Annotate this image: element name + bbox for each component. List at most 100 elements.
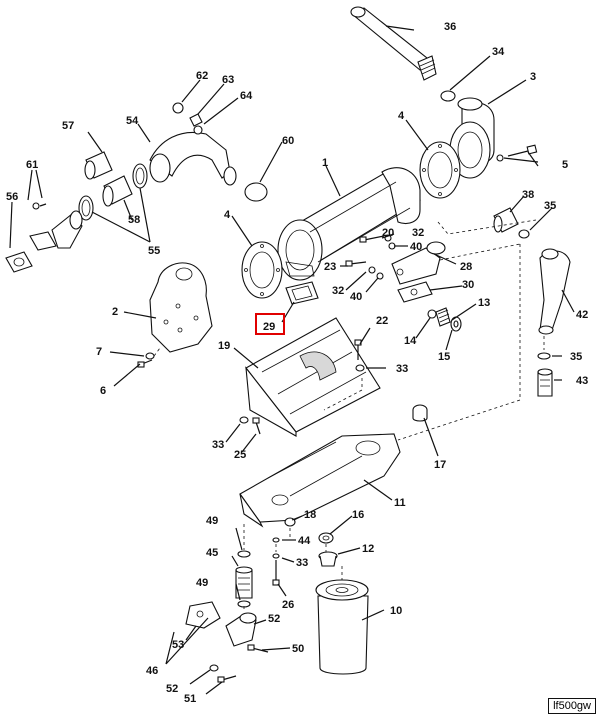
callout-19: 19 — [218, 340, 230, 352]
callout-63: 63 — [222, 74, 234, 86]
part-25-bolt — [252, 417, 261, 435]
callout-40-bottom: 40 — [350, 291, 362, 303]
part-7-washer — [145, 352, 155, 360]
callout-36: 36 — [444, 21, 456, 33]
callout-25: 25 — [234, 449, 246, 461]
part-40-nut-b — [376, 272, 384, 280]
part-35-o-ring-a — [518, 229, 530, 239]
part-42-tube — [538, 248, 571, 335]
part-30-gasket — [397, 281, 433, 303]
part-52-washer — [209, 664, 219, 672]
callout-53: 53 — [172, 639, 184, 651]
part-29-gasket-inner — [291, 285, 313, 301]
callout-34: 34 — [492, 46, 505, 58]
part-26-bolt — [272, 560, 280, 586]
figure-code-label: lf500gw — [548, 698, 596, 714]
part-1-cooler-housing — [277, 167, 421, 281]
part-54-tube — [149, 132, 237, 186]
callout-3: 3 — [530, 71, 536, 83]
part-12-filter-nipple — [318, 551, 338, 567]
callout-40-top: 40 — [410, 241, 422, 253]
callout-61: 61 — [26, 159, 38, 171]
callout-33-right: 33 — [396, 363, 408, 375]
callout-38: 38 — [522, 189, 534, 201]
callout-4-right: 4 — [398, 110, 405, 122]
part-33-washer-b — [239, 416, 249, 424]
callout-32-top: 32 — [412, 227, 424, 239]
callout-57: 57 — [62, 120, 74, 132]
callout-60: 60 — [282, 135, 294, 147]
callout-52-bottom: 52 — [166, 683, 178, 695]
callout-1: 1 — [322, 157, 328, 169]
part-23-bolt — [345, 260, 367, 267]
assembly-guide-lines — [153, 219, 545, 612]
part-15-ring — [453, 320, 459, 328]
part-52-elbow — [225, 612, 257, 647]
callout-28: 28 — [460, 261, 472, 273]
callout-7: 7 — [96, 346, 102, 358]
part-57-coupling — [84, 151, 113, 180]
callout-44: 44 — [298, 535, 311, 547]
left-elbow-flange — [29, 210, 83, 251]
callout-33-left: 33 — [212, 439, 224, 451]
part-20-bolt — [359, 235, 385, 243]
callout-2: 2 — [112, 306, 118, 318]
part-10-filter — [315, 579, 369, 675]
callout-33-bottom: 33 — [296, 557, 308, 569]
part-33-washer-c — [272, 553, 280, 559]
part-5-bolt — [496, 144, 538, 162]
callout-35-bottom: 35 — [570, 351, 582, 363]
part-55-clamps — [78, 163, 148, 221]
callout-16: 16 — [352, 509, 364, 521]
part-32-washer-b — [368, 266, 376, 274]
part-36-tube — [350, 6, 437, 81]
callout-29: 29 — [263, 321, 275, 333]
callout-52-top: 52 — [268, 613, 280, 625]
part-58-coupling — [102, 175, 133, 207]
part-44-o-ring — [272, 537, 280, 543]
part-4-gasket-right — [419, 141, 461, 199]
part-56-gasket — [5, 251, 33, 273]
part-4-gasket-left — [241, 241, 283, 299]
callout-22: 22 — [376, 315, 388, 327]
part-11-filter-head — [239, 433, 401, 528]
callout-5: 5 — [562, 159, 568, 171]
part-28-elbow — [391, 241, 446, 285]
callout-49-top: 49 — [206, 515, 218, 527]
callout-49-bottom: 49 — [196, 577, 208, 589]
part-35-o-ring-b — [537, 352, 551, 360]
callout-23: 23 — [324, 261, 336, 273]
callout-13: 13 — [478, 297, 490, 309]
callout-17: 17 — [434, 459, 446, 471]
part-43-sleeve — [537, 368, 553, 397]
part-2-cover-plate — [149, 262, 213, 353]
part-45-sleeve — [235, 566, 253, 599]
part-33-washer-a — [355, 364, 365, 372]
callout-18: 18 — [304, 509, 316, 521]
callout-64: 64 — [240, 90, 253, 102]
callout-26: 26 — [282, 599, 294, 611]
part-51-bolt — [217, 675, 237, 683]
callout-43: 43 — [576, 375, 588, 387]
part-61-screws — [32, 202, 47, 210]
callout-14: 14 — [404, 335, 417, 347]
callout-58: 58 — [128, 214, 140, 226]
callout-15: 15 — [438, 351, 450, 363]
callout-56: 56 — [6, 191, 18, 203]
part-62-63-64-fittings — [172, 102, 203, 135]
callout-46: 46 — [146, 665, 158, 677]
callout-11: 11 — [394, 497, 406, 509]
part-6-bolt — [137, 359, 153, 368]
callout-35-top: 35 — [544, 200, 556, 212]
part-34-o-ring — [440, 90, 456, 102]
part-38-plug — [493, 207, 519, 233]
part-17-cap — [412, 404, 428, 422]
callout-12: 12 — [362, 543, 374, 555]
callout-62: 62 — [196, 70, 208, 82]
highlight-box-callout-29 — [255, 313, 285, 335]
callout-6: 6 — [100, 385, 106, 397]
part-49-o-ring-a — [237, 550, 251, 558]
part-53-flange — [185, 601, 221, 629]
